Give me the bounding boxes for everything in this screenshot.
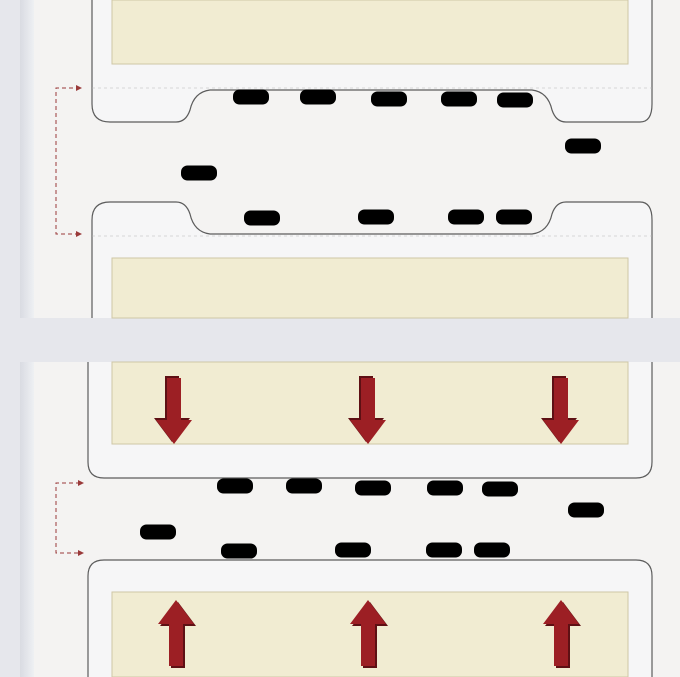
parked-car xyxy=(286,478,322,494)
parked-car xyxy=(300,89,336,105)
moving-car xyxy=(140,524,176,540)
parked-car xyxy=(335,542,371,558)
moving-car xyxy=(181,165,217,181)
bottom-dimension-arrowhead-lower xyxy=(78,550,84,556)
panel-top xyxy=(20,0,680,319)
parked-car xyxy=(441,91,477,107)
top-dimension-arrowhead-lower xyxy=(76,231,82,237)
moving-car xyxy=(565,138,601,154)
parked-car xyxy=(496,209,532,225)
parked-car xyxy=(217,478,253,494)
parked-car xyxy=(244,210,280,226)
parked-car xyxy=(474,542,510,558)
top-lot-upper xyxy=(111,0,629,65)
parked-car xyxy=(497,92,533,108)
parked-car xyxy=(426,542,462,558)
parked-car xyxy=(355,480,391,496)
top-lot-lower xyxy=(111,257,629,319)
top-dimension-arrowhead-upper xyxy=(76,85,82,91)
parked-car xyxy=(233,89,269,105)
bottom-dimension-arrowhead-upper xyxy=(78,480,84,486)
top-dimension-bracket xyxy=(55,87,80,235)
parked-car xyxy=(482,481,518,497)
parked-car xyxy=(358,209,394,225)
parked-car xyxy=(427,480,463,496)
panel-bottom xyxy=(20,361,680,677)
moving-car xyxy=(568,502,604,518)
parked-car xyxy=(221,543,257,559)
parked-car xyxy=(371,91,407,107)
parked-car xyxy=(448,209,484,225)
bottom-dimension-bracket xyxy=(55,482,80,554)
